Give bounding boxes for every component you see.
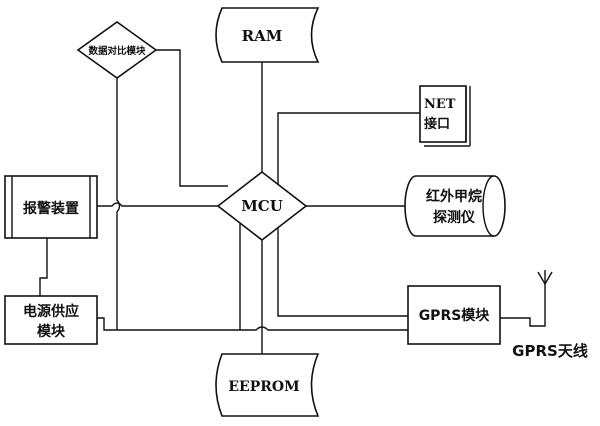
data-compare-module: 数据对比模块 (76, 21, 158, 79)
mcu-block: MCU (216, 170, 308, 242)
methane-detector: 红外甲烷 探测仪 (404, 175, 506, 237)
wire-gprs-antenna (500, 284, 546, 327)
connection-wires (39, 49, 546, 354)
wire-net (277, 112, 420, 196)
wire-alarm-mcu (97, 202, 219, 207)
antenna-icon (537, 270, 553, 285)
alarm-device: 报警装置 (4, 175, 98, 239)
eeprom-block: EEPROM (215, 353, 320, 417)
wire-compare-bus (116, 78, 121, 330)
gprs-label: GPRS模块 (419, 307, 491, 324)
wire-compare-mcu (152, 49, 228, 187)
ram-block: RAM (215, 7, 320, 63)
power-label-2: 模块 (37, 323, 66, 340)
mcu-label: MCU (241, 197, 283, 215)
wire-alarm-power (39, 238, 48, 296)
ram-label: RAM (242, 27, 283, 45)
gprs-module: GPRS模块 (407, 285, 501, 345)
methane-label-1: 红外甲烷 (426, 188, 482, 205)
net-label-2: 接口 (424, 116, 450, 132)
net-interface: NET 接口 (419, 85, 471, 147)
compare-label: 数据对比模块 (87, 45, 146, 57)
wire-power-gprs (97, 317, 408, 331)
wire-mcu-gprs (277, 216, 408, 317)
antenna-label: GPRS天线 (512, 342, 588, 360)
power-supply-module: 电源供应 模块 (4, 295, 98, 345)
power-label-1: 电源供应 (23, 303, 79, 320)
net-label-1: NET (424, 97, 456, 112)
alarm-label: 报警装置 (23, 200, 79, 217)
methane-label-2: 探测仪 (433, 209, 476, 226)
eeprom-label: EEPROM (228, 379, 299, 395)
